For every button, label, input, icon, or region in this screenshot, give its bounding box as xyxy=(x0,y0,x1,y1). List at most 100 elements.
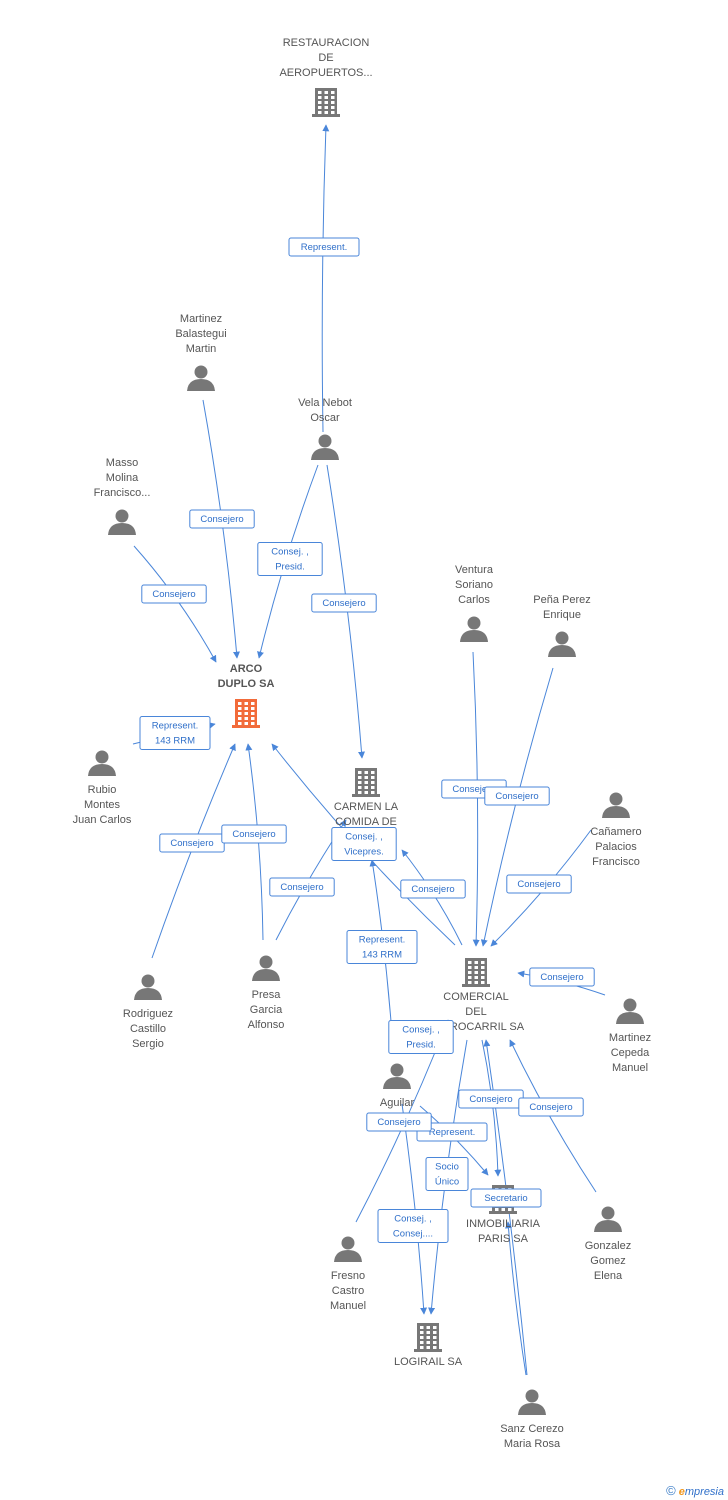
node-label: Presa xyxy=(252,989,282,1001)
edge-label-presa-to-carmen[interactable]: Consejero xyxy=(269,877,335,897)
edge-label-comercial-to-carmen[interactable]: Consejero xyxy=(400,879,466,899)
person-head xyxy=(555,631,569,645)
edge-label-text: Consejero xyxy=(469,1094,512,1105)
building-window xyxy=(318,106,322,109)
edge-label-martinez_c-to-comercial[interactable]: Consejero xyxy=(529,967,595,987)
edge-label-box xyxy=(311,593,377,613)
building-window xyxy=(244,702,248,705)
edge-label-text: Consej. , xyxy=(394,1214,432,1225)
building-window xyxy=(238,717,242,720)
person-head xyxy=(609,792,623,806)
edge-label-text: Consej.... xyxy=(393,1229,433,1240)
edge-line-pena-to-comercial xyxy=(480,667,554,947)
building-window xyxy=(331,111,335,114)
edge-label-pena-to-comercial[interactable]: Consejero xyxy=(484,786,550,806)
edge-label-comercial-to-arco[interactable]: Consej. ,Vicepres. xyxy=(331,827,397,861)
edge-label-martinez_b-to-arco[interactable]: Consejero xyxy=(189,509,255,529)
building-window xyxy=(358,791,362,794)
edge-line-masso-to-arco xyxy=(133,545,217,663)
edge-label-text: Represent. xyxy=(429,1127,475,1138)
building-base xyxy=(462,984,490,987)
building-window xyxy=(474,961,478,964)
person-icon xyxy=(187,365,215,391)
building-window xyxy=(474,981,478,984)
edge-label-aguilar-to-logirail[interactable]: Consejero xyxy=(366,1112,432,1132)
building-window xyxy=(364,781,368,784)
edge-label-rodriguez-to-arco[interactable]: Consejero xyxy=(159,833,225,853)
person-head xyxy=(318,434,332,448)
node-label: Manuel xyxy=(612,1062,648,1074)
edge-label-gonzalez-to-comercial[interactable]: Consejero xyxy=(518,1097,584,1117)
building-window xyxy=(318,101,322,104)
node-label: Oscar xyxy=(310,412,340,424)
building-window xyxy=(426,1331,430,1334)
edge-label-vela-to-arco[interactable]: Consej. ,Presid. xyxy=(257,542,323,576)
node-label: Rubio xyxy=(88,784,117,796)
edge-label-vela-to-restauracion[interactable]: Represent. xyxy=(288,237,360,257)
edge-label-text: 143 RRM xyxy=(362,950,402,961)
edge-label-sanz-to-comercial[interactable]: Consejero xyxy=(458,1089,524,1109)
node-label: Maria Rosa xyxy=(504,1438,561,1450)
building-window xyxy=(468,971,472,974)
edge-label-text: Represent. xyxy=(301,242,347,253)
edge-label-rubio-to-arco[interactable]: Represent.143 RRM xyxy=(139,716,211,750)
node-label: Gomez xyxy=(590,1255,625,1267)
person-node-masso[interactable]: MassoMolinaFrancisco... xyxy=(94,457,151,535)
brand-name: mpresia xyxy=(684,1486,724,1498)
building-window xyxy=(481,971,485,974)
node-label: RESTAURACION xyxy=(283,37,370,49)
edge-label-comercial-to-logirail[interactable]: Consej. , Consej.... xyxy=(377,1209,449,1243)
edge-label-presa-to-arco[interactable]: Consejero xyxy=(221,824,287,844)
building-window xyxy=(251,707,255,710)
edge-label-canamero-to-comercial[interactable]: Consejero xyxy=(506,874,572,894)
edge-label-fresno-to-comercial[interactable]: Consej. ,Presid. xyxy=(388,1020,454,1054)
building-window xyxy=(426,1326,430,1329)
building-window xyxy=(468,976,472,979)
person-icon xyxy=(88,750,116,776)
building-window xyxy=(420,1341,424,1344)
building-window xyxy=(371,781,375,784)
company-node-restauracion[interactable]: RESTAURACIONDEAEROPUERTOS... xyxy=(279,37,373,117)
edge-label-text: Consejero xyxy=(152,589,195,600)
building-window xyxy=(318,111,322,114)
edge-label-text: Consej. , xyxy=(402,1025,440,1036)
edge-label-masso-to-arco[interactable]: Consejero xyxy=(141,584,207,604)
footer-brand[interactable]: ©empresia xyxy=(666,1483,724,1498)
edge-label-aguilar-to-carmen[interactable]: Represent.143 RRM xyxy=(346,930,418,964)
edge-label-aguilar-to-inmobiliaria[interactable]: Represent. xyxy=(416,1122,488,1142)
node-label: Aguilar xyxy=(380,1097,415,1109)
person-body xyxy=(383,1077,411,1089)
building-window xyxy=(251,722,255,725)
person-icon xyxy=(460,616,488,642)
company-node-logirail[interactable]: LOGIRAIL SA xyxy=(394,1323,463,1368)
person-body xyxy=(460,630,488,642)
edge-label-sanz-to-inmobiliaria[interactable]: Secretario xyxy=(470,1188,542,1208)
person-body xyxy=(88,764,116,776)
building-window xyxy=(364,791,368,794)
building-window xyxy=(331,91,335,94)
building-window xyxy=(481,961,485,964)
edge-label-vela-to-carmen[interactable]: Consejero xyxy=(311,593,377,613)
node-label: Castillo xyxy=(130,1023,166,1035)
building-window xyxy=(433,1346,437,1349)
building-window xyxy=(468,961,472,964)
person-icon xyxy=(594,1206,622,1232)
building-window xyxy=(371,791,375,794)
edge-label-text: 143 RRM xyxy=(155,736,195,747)
node-label: AEROPUERTOS... xyxy=(279,67,372,79)
